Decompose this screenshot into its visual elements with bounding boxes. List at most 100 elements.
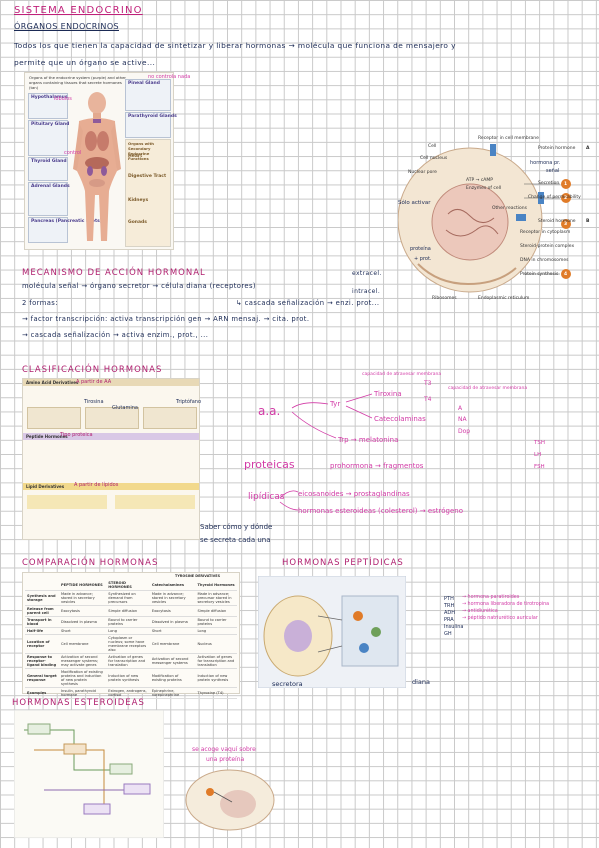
table-cell: Dissolved in plasma — [58, 616, 107, 628]
box-pituitary: Pituitary Gland — [28, 120, 70, 156]
table-cell: Activation of second messenger systems; … — [58, 653, 107, 669]
label-enzymes: Enzymes of cell — [466, 186, 502, 191]
label-protein-synthesis: Protein synthesis — [520, 272, 559, 277]
map-a: A — [458, 405, 463, 412]
mecanismo-line-4: → cascada señalización → activa enzim., … — [22, 331, 209, 339]
map-frag-tsh: TSH — [534, 440, 545, 446]
esteroideas-note-1: se acoge vaquí sobre — [192, 746, 256, 753]
label-secretion: Secretion — [538, 181, 560, 186]
pep-pra: PRA — [444, 617, 454, 623]
box-label: Pancreas (Pancreatic Islets) — [31, 219, 102, 224]
table-cell: Dissolved in plasma — [149, 616, 196, 628]
mecanismo-line-3: → factor transcripción: activa transcrip… — [22, 315, 310, 323]
table-cell: Nucleus — [195, 634, 237, 654]
mecanismo-intracel: intracel. — [352, 288, 381, 295]
table-cell: Release from parent cell — [25, 605, 59, 617]
steroid-cell-diagram — [185, 769, 275, 831]
label-cell: Cell — [428, 144, 437, 149]
marker-1: 1 — [564, 182, 568, 187]
box-label: Hypothalamus — [31, 95, 68, 100]
mecanismo-line-2-right: ↳ cascada señalización → enzi. prot... — [236, 299, 380, 307]
table-cell: Induction of new protein synthesis — [106, 668, 150, 688]
esteroideas-note-2: una proteína — [206, 756, 245, 763]
clasif-note-proteica: Tipo proteica — [60, 432, 93, 438]
map-tiroxina: Tiroxina — [374, 390, 402, 398]
map-saber-1: Saber cómo y dónde — [200, 523, 273, 531]
marker-3: 3 — [564, 222, 568, 227]
box-label: Lipid Derivatives — [26, 484, 65, 489]
eicosanoid-box — [27, 495, 107, 509]
table-header-cell: Thyroid Hormones — [195, 580, 237, 591]
map-t3: T3 — [424, 380, 432, 387]
map-frag-lh: LH — [534, 452, 542, 458]
box-label: Heart — [128, 154, 143, 159]
map-t4: T4 — [424, 396, 432, 403]
fig2-note-proteina: proteína — [410, 246, 431, 252]
box-label: Pituitary Gland — [31, 122, 70, 127]
box-label: Amino Acid Derivatives — [26, 380, 79, 385]
human-body-illustration — [73, 92, 121, 241]
table-header-cell — [25, 580, 59, 591]
map-prohormona: prohormona → fragmentos — [330, 462, 424, 470]
clasif-note-lipidos: A partir de lípidos — [74, 482, 119, 488]
group-header: TYROSINE DERIVATIVES — [175, 574, 221, 578]
table-cell: Short — [149, 627, 196, 635]
steroid-synthesis-diagram — [14, 710, 164, 838]
table-cell: Synthesis and storage — [25, 590, 59, 606]
clasif-note-glutamina: Glutamina — [112, 405, 138, 411]
table-cell: Made in advance; precursor stored in sec… — [195, 590, 237, 606]
marker-b: B — [586, 219, 590, 224]
hormone-classification-figure: Amino Acid Derivatives Peptide Hormones … — [22, 378, 200, 540]
box-label: Kidneys — [128, 198, 149, 203]
box-hypothalamus: Hypothalamus — [28, 93, 68, 119]
table-cell: Transport in blood — [25, 616, 59, 628]
pep-note-adh: → antidiurética — [462, 609, 498, 614]
map-top-note-1: capacidad de atravesar membrana — [362, 372, 442, 377]
label-receptor-membrane: Receptor in cell membrane — [478, 136, 539, 141]
table-cell: Simple diffusion — [195, 605, 237, 617]
box-label: Gonads — [128, 220, 147, 225]
peptidicas-heading: HORMONAS PEPTÍDICAS — [282, 558, 404, 568]
fig1-note-1: no controla nada — [148, 74, 191, 80]
marker-4: 4 — [564, 272, 568, 277]
map-saber-2: se secreta cada una — [200, 536, 271, 544]
box-label: Digestive Tract — [128, 174, 167, 179]
fig2-note-solo-activar: Sólo activar — [398, 200, 431, 206]
clasif-note-tirosina: Tirosina — [84, 399, 104, 405]
mecanismo-line-2-left: 2 formas: — [22, 299, 58, 307]
box-label: Parathyroid Glands — [128, 114, 177, 119]
table-cell: Half-life — [25, 627, 59, 635]
pep-insulina: Insulina — [444, 624, 464, 630]
catecholamine-box — [85, 407, 139, 429]
map-proteicas: proteicas — [244, 458, 295, 471]
peptide-annotation-secretora: secretora — [272, 680, 303, 688]
table-cell: Cytoplasm or nucleus; some have membrane… — [106, 634, 150, 654]
table-cell: Long — [106, 627, 150, 635]
table-cell: Epinephrine, norepinephrine — [149, 687, 196, 699]
table-cell: Long — [195, 627, 237, 635]
fig1-note-3: control — [64, 150, 82, 156]
pep-trh: TRH — [444, 603, 455, 609]
table-cell: Location of receptor — [25, 634, 59, 654]
peptide-banner: Peptide Hormones — [23, 433, 199, 440]
table-cell: Exocytosis — [149, 605, 196, 617]
label-other-reactions: Other reactions — [492, 206, 527, 211]
map-aa: a.a. — [258, 404, 281, 418]
map-na: NA — [458, 416, 467, 423]
box-secondary-organs: Organs with Secondary Endocrine Function… — [125, 139, 171, 247]
intro-line-2: permite que un órgano se active... — [14, 58, 156, 67]
map-esteroideas: hormonas esteroideas (colesterol) → estr… — [298, 507, 464, 515]
table-cell: Cell membrane — [149, 634, 196, 654]
clasificacion-heading: CLASIFICACIÓN HORMONAS — [22, 365, 163, 375]
amino-acid-banner: Amino Acid Derivatives — [23, 379, 199, 386]
pep-gh: GH — [444, 631, 452, 637]
lipid-banner: Lipid Derivatives — [23, 483, 199, 490]
